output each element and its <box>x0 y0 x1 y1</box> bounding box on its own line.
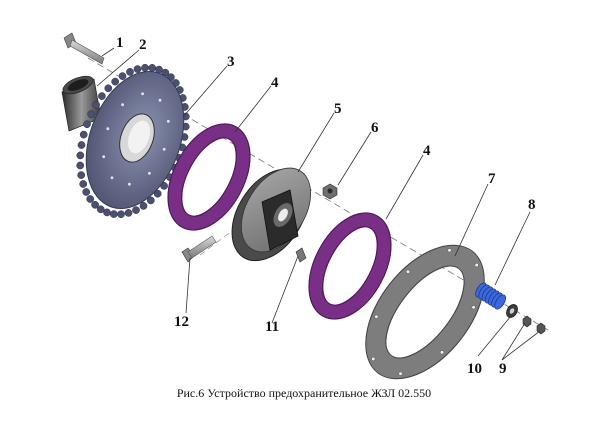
callout-4-rear: 4 <box>423 143 431 159</box>
sprocket-bolt-holes <box>102 92 170 186</box>
part-10-washer <box>506 304 518 318</box>
callout-9: 9 <box>499 361 507 377</box>
part-6-nut <box>322 183 338 200</box>
callout-7: 7 <box>488 171 496 187</box>
callout-12: 12 <box>174 314 189 330</box>
callout-8: 8 <box>528 197 536 213</box>
part-4-friction-disc-front <box>167 123 251 231</box>
part-4-friction-disc-rear <box>308 212 392 320</box>
part-11-set-screw <box>295 247 307 263</box>
callout-6: 6 <box>371 120 379 136</box>
pressure-plate-holes <box>371 248 479 376</box>
part-9-nuts <box>522 315 546 335</box>
part-8-spring <box>475 282 507 310</box>
part-7-pressure-plate <box>365 244 485 380</box>
part-5-hub-flange <box>231 167 312 262</box>
callout-5: 5 <box>334 101 342 117</box>
callout-2: 2 <box>139 37 147 53</box>
part-3-sprocket <box>76 63 190 219</box>
part-1-bolt <box>63 32 105 65</box>
figure-caption: Рис.6 Устройство предохранительное ЖЗЛ 0… <box>176 386 432 400</box>
callout-1: 1 <box>116 35 124 51</box>
callout-11: 11 <box>265 319 280 335</box>
callout-10: 10 <box>467 361 482 377</box>
part-12-bolt <box>181 235 217 263</box>
callout-4-front: 4 <box>271 75 279 91</box>
leader-lines <box>96 47 541 361</box>
callout-3: 3 <box>227 54 235 70</box>
sprocket-teeth <box>76 63 190 219</box>
